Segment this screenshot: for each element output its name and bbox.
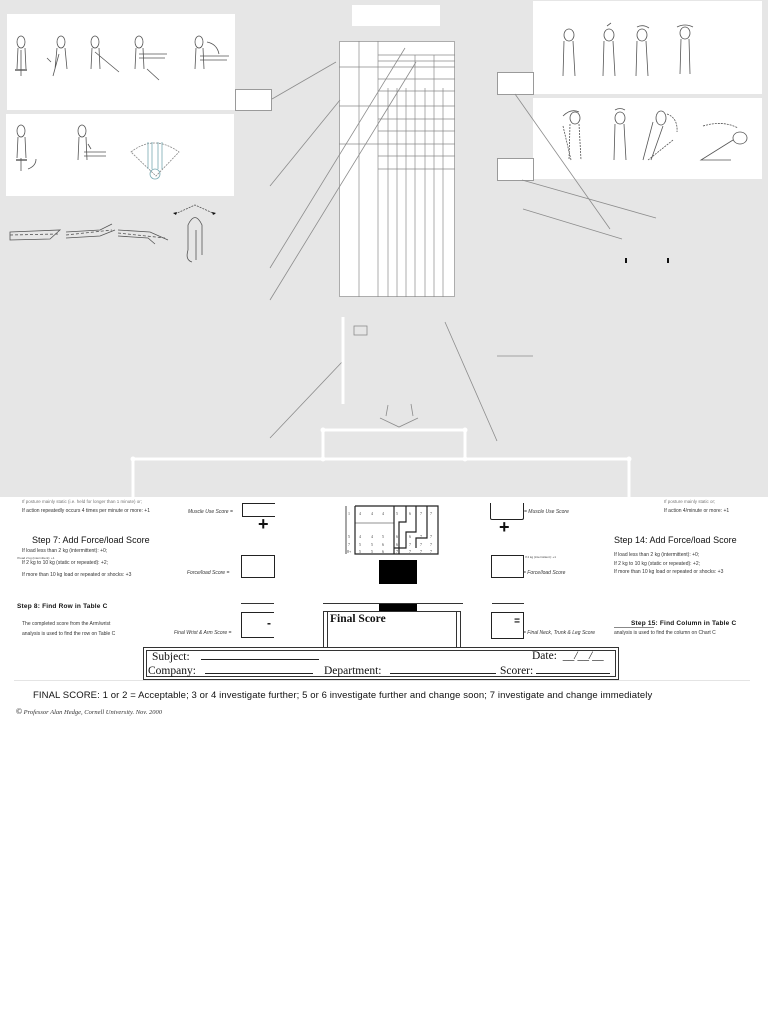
department-label: Department: xyxy=(324,665,382,677)
date-field[interactable]: __/__/__ xyxy=(562,650,604,662)
right-muscle-use-line1: If posture mainly static or; xyxy=(664,499,716,504)
table-c-arrow-block xyxy=(379,560,417,584)
left-step8-title: Step 8: Find Row in Table C xyxy=(17,603,108,610)
scorer-row: Scorer: xyxy=(500,664,611,677)
left-muscle-use-line2: If action repeatedly occurs 4 times per … xyxy=(22,508,150,514)
left-step7-tiny-note: If load 2 kg (intermittent): +1 xyxy=(17,556,55,560)
department-field[interactable] xyxy=(390,664,497,674)
company-label: Company: xyxy=(148,665,196,677)
left-final-wrist-label: Final Wrist & Arm Score = xyxy=(174,630,232,636)
right-muscle-use-line2: If action 4/minute or more: +1 xyxy=(664,508,730,514)
wrist-posture-figures xyxy=(9,204,216,263)
right-plus-sign: + xyxy=(499,517,510,537)
right-muscle-use-score-box[interactable] xyxy=(490,503,524,520)
left-muscle-use-score-box[interactable] xyxy=(242,503,275,517)
left-step7-title: Step 7: Add Force/load Score xyxy=(32,535,150,545)
final-score-box[interactable]: Final Score xyxy=(323,611,461,648)
right-final-neck-label: = Final Neck, Trunk & Leg Score xyxy=(523,630,596,636)
final-score-top-line xyxy=(323,603,463,604)
left-force-score-box[interactable] xyxy=(241,555,275,578)
right-step14-title: Step 14: Add Force/load Score xyxy=(614,535,737,545)
left-muscle-use-label: Muscle Use Score = xyxy=(188,509,233,515)
right-step14-line1: If load less than 2 kg (intermittent): +… xyxy=(614,552,700,558)
right-force-label: = Force/load Score xyxy=(523,570,566,576)
credit-line: © Professor Alan Hedge, Cornell Universi… xyxy=(16,707,162,716)
subject-label: Subject: xyxy=(152,651,190,663)
scorer-field[interactable] xyxy=(536,664,611,674)
left-minus-sign: - xyxy=(267,616,271,630)
right-muscle-use-label: = Muscle Use Score xyxy=(524,509,569,515)
final-score-title: Final Score xyxy=(330,613,386,625)
right-step14-tiny-note: If 2 kg (intermittent): +1 xyxy=(525,555,556,559)
table-c-lines xyxy=(345,505,439,555)
upper-arm-score-box xyxy=(235,89,272,111)
left-step7-line2: If 2 kg to 10 kg (static or repeated): +… xyxy=(22,560,109,566)
right-step14-line2: If 2 kg to 10 kg (static or repeated): +… xyxy=(614,561,701,567)
right-step14-line3: If more than 10 kg load or repeated or s… xyxy=(614,569,724,575)
company-row: Company: xyxy=(148,664,313,677)
subject-field[interactable] xyxy=(200,650,319,660)
right-force-score-box[interactable] xyxy=(491,555,524,578)
worksheet-title-box xyxy=(352,5,440,26)
lower-arm-figures xyxy=(16,124,180,180)
scorer-label: Scorer: xyxy=(500,665,534,677)
trunk-posture-panel xyxy=(533,98,762,179)
left-plus-sign: + xyxy=(258,514,269,534)
right-step15-underline xyxy=(614,627,654,628)
table-a-grid xyxy=(339,41,455,297)
left-step7-line3: If more than 10 kg load or repeated or s… xyxy=(22,572,132,578)
subject-row: Subject: xyxy=(152,650,319,663)
right-step15-title: Step 15: Find Column in Table C xyxy=(631,620,737,627)
left-step7-line1: If load less than 2 kg (intermittent): +… xyxy=(22,548,108,554)
table-c: 1 4 4 4 5 6 7 7 5 4 4 5 6 6 7 7 7 5 5 6 … xyxy=(344,502,440,560)
neck-figures xyxy=(562,22,694,77)
lower-arm-posture-panel xyxy=(6,114,234,196)
trunk-score-box xyxy=(497,158,534,181)
final-score-legend: FINAL SCORE: 1 or 2 = Acceptable; 3 or 4… xyxy=(33,690,653,701)
info-form: Subject: Date: __/__/__ Company: Departm… xyxy=(143,647,619,680)
info-form-divider xyxy=(14,680,750,681)
department-row: Department: xyxy=(324,664,497,677)
trunk-figures xyxy=(562,108,748,161)
right-equals-sign: = xyxy=(514,616,520,627)
table-a-lines xyxy=(339,41,455,297)
left-force-label: Force/load Score = xyxy=(187,570,230,576)
left-muscle-use-line1: If posture mainly static (i.e. held for … xyxy=(22,499,143,504)
connector-lines xyxy=(130,47,669,497)
right-step15-line: analysis is used to find the column on C… xyxy=(614,630,716,636)
neck-posture-panel xyxy=(533,1,762,94)
date-row: Date: __/__/__ xyxy=(532,650,604,662)
left-divider-line xyxy=(241,603,274,604)
upper-arm-posture-panel xyxy=(7,14,235,110)
upper-arm-figures xyxy=(15,35,229,81)
right-final-neck-score-box[interactable]: = xyxy=(491,612,524,639)
date-label: Date: xyxy=(532,650,557,662)
left-step8-line1: The completed score from the Arm/wrist xyxy=(22,621,111,627)
final-score-arrow-block xyxy=(379,603,417,612)
credit-text: Professor Alan Hedge, Cornell University… xyxy=(23,709,162,716)
right-divider-line xyxy=(492,603,524,604)
left-final-wrist-score-box[interactable]: - xyxy=(241,612,274,638)
company-field[interactable] xyxy=(204,664,313,674)
copyright-icon: © xyxy=(16,707,22,716)
left-step8-line2: analysis is used to find the row on Tabl… xyxy=(22,631,116,637)
